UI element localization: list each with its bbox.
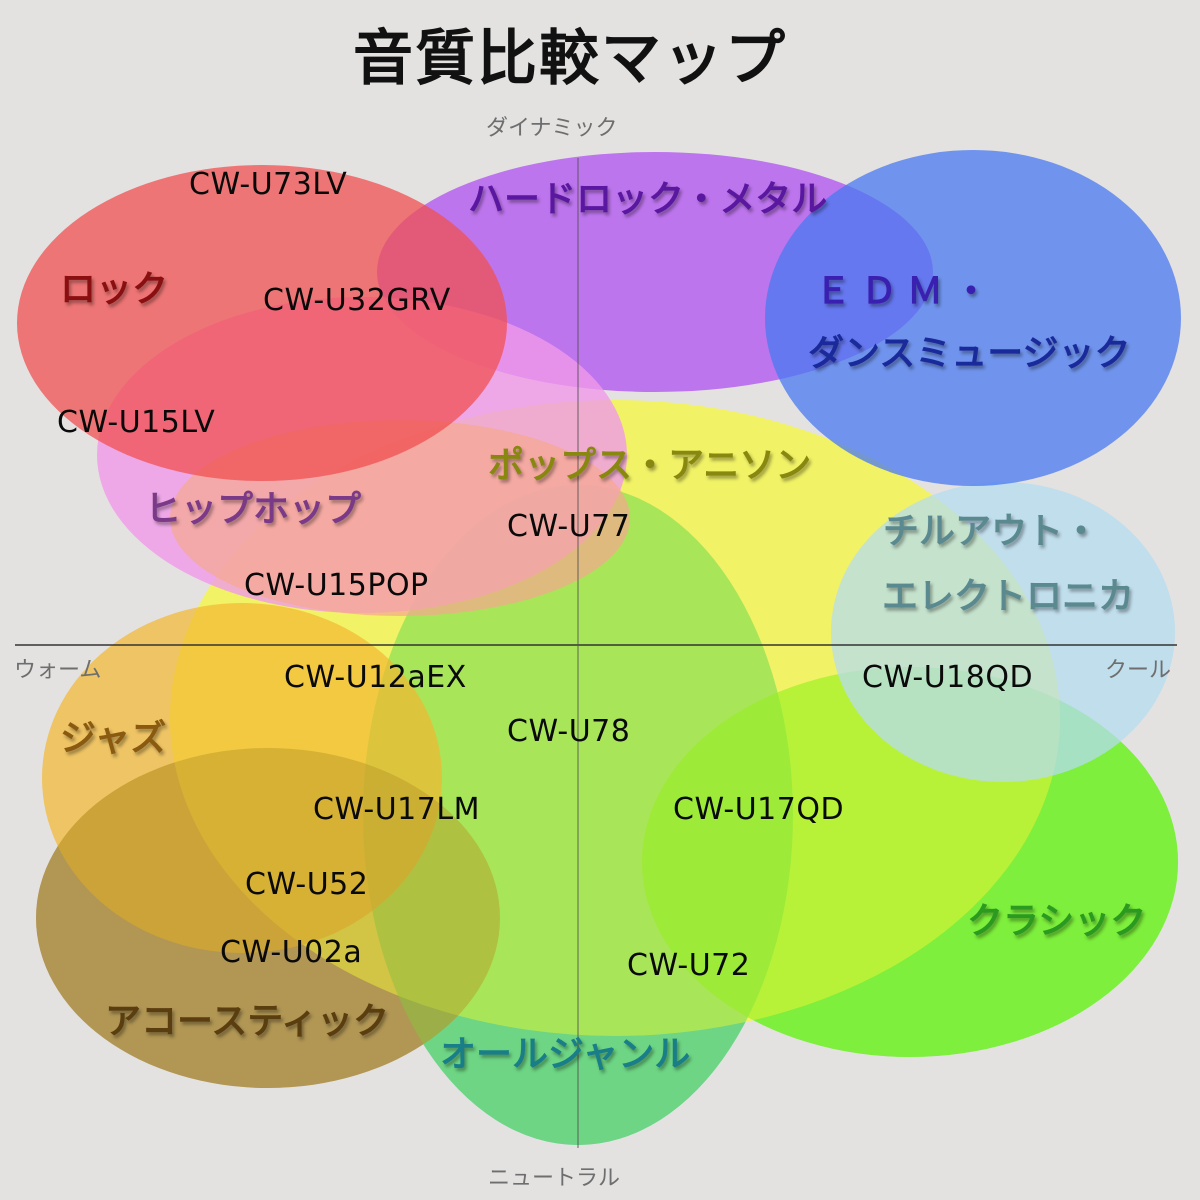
model-label-cw-u17lm: CW-U17LM xyxy=(313,792,480,827)
bubble-acoustic-overlay xyxy=(36,748,500,1088)
genre-label-chill-line1: チルアウト・ xyxy=(883,511,1100,552)
bubble-rock xyxy=(17,165,507,481)
genre-label-chill-line2: エレクトロニカ xyxy=(882,576,1135,617)
genre-label-all-genre: オールジャンル xyxy=(440,1034,691,1075)
model-label-cw-u02a: CW-U02a xyxy=(220,935,363,970)
axis-label-right: クール xyxy=(1105,658,1172,683)
genre-label-edm-line2: ダンスミュージック xyxy=(808,333,1131,374)
genre-label-hardrock-metal: ハードロック・メタル xyxy=(468,179,828,220)
model-label-cw-u32grv: CW-U32GRV xyxy=(263,283,451,318)
genre-label-acoustic: アコースティック xyxy=(105,1001,390,1042)
model-label-cw-u12aex: CW-U12aEX xyxy=(284,660,467,695)
model-label-cw-u72: CW-U72 xyxy=(627,948,751,983)
model-label-cw-u78: CW-U78 xyxy=(507,714,631,749)
model-label-cw-u17qd: CW-U17QD xyxy=(673,792,845,827)
model-label-cw-u73lv: CW-U73LV xyxy=(189,167,348,202)
axis-label-bottom: ニュートラル xyxy=(488,1166,621,1191)
genre-label-edm-line1: ＥＤＭ・ xyxy=(815,271,1000,312)
genre-label-jazz: ジャズ xyxy=(60,718,167,759)
genre-label-rock: ロック xyxy=(60,269,169,310)
axis-label-top: ダイナミック xyxy=(486,116,618,141)
chart-title: 音質比較マップ xyxy=(353,24,787,94)
genre-label-classic: クラシック xyxy=(967,901,1147,942)
bubble-jazz xyxy=(42,603,442,953)
model-label-cw-u52: CW-U52 xyxy=(245,867,369,902)
bubble-chillout-electronica xyxy=(831,482,1175,782)
model-label-cw-u15lv: CW-U15LV xyxy=(57,405,216,440)
axis-label-left: ウォーム xyxy=(14,658,102,683)
bubble-edm-dance xyxy=(765,150,1181,486)
genre-label-hiphop: ヒップホップ xyxy=(145,489,362,530)
model-label-cw-u77: CW-U77 xyxy=(507,509,631,544)
model-label-cw-u15pop: CW-U15POP xyxy=(244,568,429,603)
genre-label-pops-anison: ポップス・アニソン xyxy=(488,445,812,486)
model-label-cw-u18qd: CW-U18QD xyxy=(862,660,1034,695)
